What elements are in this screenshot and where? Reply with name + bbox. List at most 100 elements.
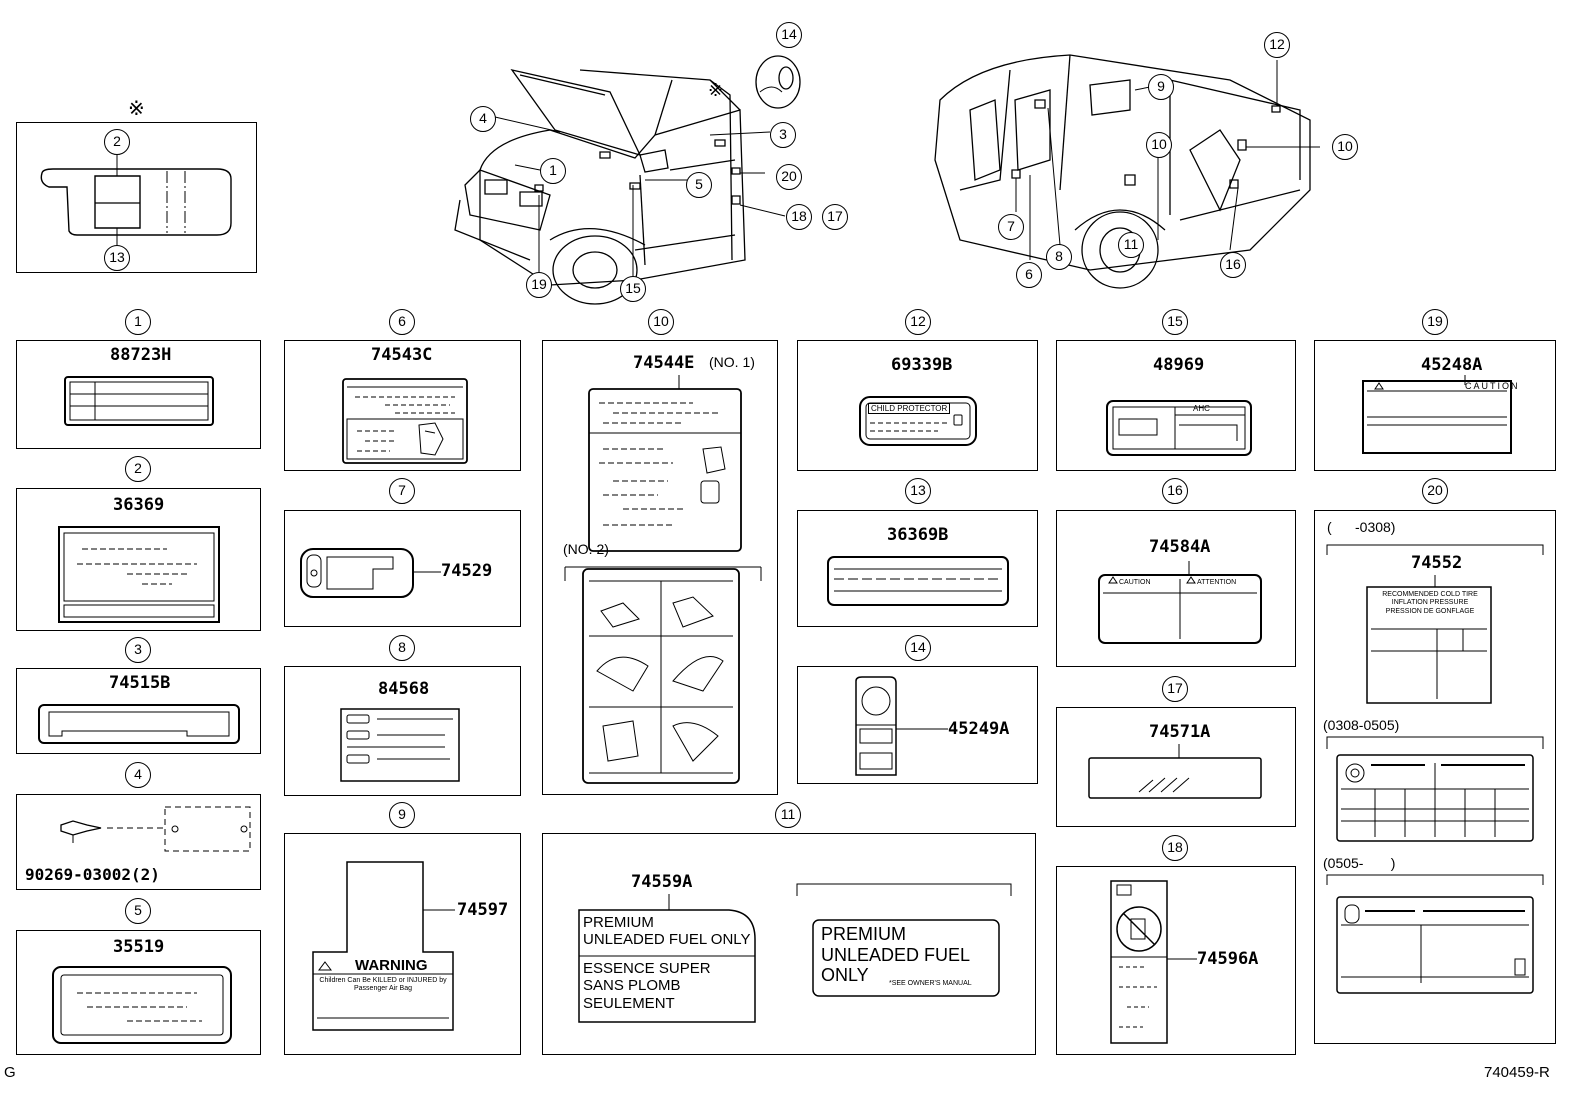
part-7-code: 74529 <box>441 561 493 581</box>
part-12-number: 12 <box>905 309 931 335</box>
part-13-code: 36369B <box>887 525 949 545</box>
part-8-panel: 84568 <box>284 666 521 796</box>
callout-19: 19 <box>526 272 552 298</box>
part-11-label1-line2: UNLEADED FUEL ONLY <box>583 931 751 949</box>
part-6-number: 6 <box>389 309 415 335</box>
part-20-number: 20 <box>1422 478 1448 504</box>
part-10-code-suffix: (NO. 1) <box>709 354 755 370</box>
part-17-label-drawing <box>1057 708 1297 828</box>
part-4-panel: 90269-03002(2) <box>16 794 261 890</box>
part-8-label-drawing <box>285 667 522 797</box>
part-11-label2: PREMIUM UNLEADED FUEL ONLY <box>821 924 970 986</box>
part-12-label-drawing <box>798 341 1039 472</box>
part-11-label2-line1: PREMIUM <box>821 924 906 944</box>
part-15-panel: 48969 AHC <box>1056 340 1296 471</box>
part-12-label-text: CHILD PROTECTOR <box>868 403 951 415</box>
part-11-label1b-line1: ESSENCE SUPER <box>583 960 711 977</box>
part-4-clip-drawing <box>17 795 262 891</box>
callout-11: 11 <box>1118 232 1144 258</box>
part-20-range-2: (0308-0505) <box>1323 717 1400 733</box>
part-4-number: 4 <box>125 762 151 788</box>
part-18-code: 74596A <box>1197 949 1259 969</box>
part-4-code: 90269-03002(2) <box>25 865 160 884</box>
part-10-number: 10 <box>648 309 674 335</box>
part-1-number: 1 <box>125 309 151 335</box>
callout-16: 16 <box>1220 252 1246 278</box>
part-7-number: 7 <box>389 478 415 504</box>
callout-10a: 10 <box>1146 132 1172 158</box>
callout-5: 5 <box>686 172 712 198</box>
callout-18: 18 <box>786 204 812 230</box>
part-19-caution: CAUTION <box>1465 381 1520 391</box>
callout-10b: 10 <box>1332 134 1358 160</box>
part-14-panel: 45249A <box>797 666 1038 784</box>
part-17-code: 74571A <box>1149 722 1211 742</box>
part-10-label-drawing <box>543 341 779 796</box>
part-11-label2-line2: UNLEADED FUEL <box>821 944 971 965</box>
part-19-number: 19 <box>1422 309 1448 335</box>
callout-8: 8 <box>1046 244 1072 270</box>
callout-2: 2 <box>104 129 130 155</box>
part-16-number: 16 <box>1162 478 1188 504</box>
callout-7: 7 <box>998 214 1024 240</box>
part-11-label1b: ESSENCE SUPER SANS PLOMB SEULEMENT <box>583 960 711 1012</box>
part-11-label1: PREMIUM UNLEADED FUEL ONLY <box>583 914 751 949</box>
part-7-label-drawing <box>285 511 522 628</box>
callout-20: 20 <box>776 164 802 190</box>
part-16-panel: 74584A CAUTION ATTENTION <box>1056 510 1296 667</box>
sun-visor-drawing <box>17 123 258 274</box>
part-3-code: 74515B <box>109 673 171 693</box>
part-7-panel: 74529 <box>284 510 521 627</box>
callout-1: 1 <box>540 158 566 184</box>
part-1-label-drawing <box>17 341 262 450</box>
part-11-label1-line1: PREMIUM <box>583 914 654 931</box>
callout-15: 15 <box>620 276 646 302</box>
part-9-code: 74597 <box>457 900 509 920</box>
part-20-panel: ( -0308) 74552 RECOMMENDED COLD TIRE INF… <box>1314 510 1556 1044</box>
part-20-range-1: ( -0308) <box>1327 519 1396 535</box>
part-8-code: 84568 <box>378 679 430 699</box>
part-9-warning-text: Children Can Be KILLED or INJURED by Pas… <box>319 977 447 993</box>
part-14-label-drawing <box>798 667 1039 785</box>
part-9-panel: WARNING Children Can Be KILLED or INJURE… <box>284 833 521 1055</box>
part-18-number: 18 <box>1162 835 1188 861</box>
part-20-tire-line1: RECOMMENDED COLD TIRE <box>1382 591 1478 598</box>
part-14-code: 45249A <box>948 719 1010 739</box>
part-12-code: 69339B <box>891 355 953 375</box>
part-5-label-drawing <box>17 931 262 1056</box>
steering-wheel-drawing <box>752 52 804 112</box>
part-11-label2-note: *SEE OWNER'S MANUAL <box>889 980 972 987</box>
part-15-label-text: AHC <box>1193 404 1210 413</box>
part-13-label-drawing <box>798 511 1039 628</box>
footer-left-code: G <box>4 1064 16 1081</box>
callout-9: 9 <box>1148 74 1174 100</box>
part-19-code: 45248A <box>1421 355 1483 375</box>
part-16-attention: ATTENTION <box>1197 579 1237 586</box>
part-5-code: 35519 <box>113 937 165 957</box>
part-11-label1b-line3: SEULEMENT <box>583 994 675 1012</box>
part-15-label-drawing <box>1057 341 1297 472</box>
part-5-panel: 35519 <box>16 930 261 1055</box>
part-14-number: 14 <box>905 635 931 661</box>
part-19-panel: 45248A CAUTION <box>1314 340 1556 471</box>
part-9-label-drawing <box>285 834 522 1056</box>
part-6-code: 74543C <box>371 345 433 365</box>
part-20-tire-line2: INFLATION PRESSURE <box>1391 599 1469 607</box>
part-17-panel: 74571A <box>1056 707 1296 827</box>
part-11-number: 11 <box>775 802 801 828</box>
vehicle-front-view <box>440 20 860 310</box>
part-3-number: 3 <box>125 637 151 663</box>
part-10-code: 74544E <box>633 353 695 373</box>
part-11-label-drawing <box>543 834 1037 1056</box>
part-2-panel: 36369 <box>16 488 261 631</box>
part-3-panel: 74515B <box>16 668 261 754</box>
asterisk-mark-2: ※ <box>708 80 724 100</box>
part-2-number: 2 <box>125 456 151 482</box>
callout-12: 12 <box>1264 32 1290 58</box>
part-11-panel: 74559A PREMIUM UNLEADED FUEL ONLY ESSENC… <box>542 833 1036 1055</box>
part-1-panel: 88723H <box>16 340 261 449</box>
part-17-number: 17 <box>1162 676 1188 702</box>
callout-13: 13 <box>104 245 130 271</box>
part-20-label-drawing <box>1315 511 1557 1045</box>
part-2-code: 36369 <box>113 495 165 515</box>
